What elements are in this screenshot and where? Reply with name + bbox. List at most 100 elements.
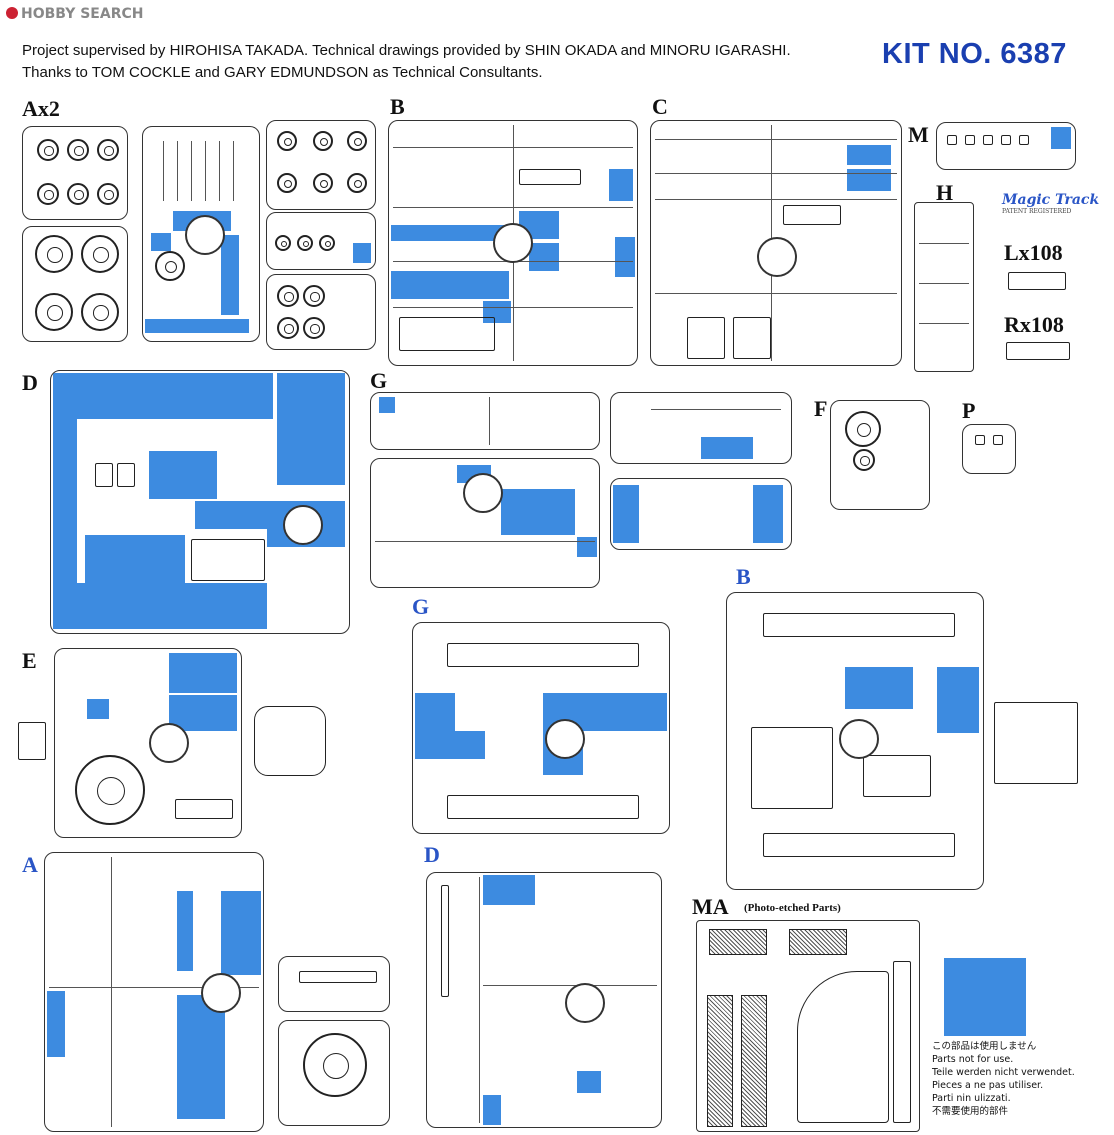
pe-grille xyxy=(709,929,767,955)
roller-icon xyxy=(303,317,325,339)
sprue-g-bottom xyxy=(370,458,600,588)
kit-number: KIT NO. 6387 xyxy=(882,38,1067,70)
ma-subtitle: (Photo-etched Parts) xyxy=(744,902,841,914)
road-wheel-icon xyxy=(97,139,119,161)
roller-icon xyxy=(313,131,333,151)
sprue-g-rods xyxy=(610,392,792,464)
sprue-a xyxy=(44,852,264,1132)
sprue-ax2-sprockets xyxy=(22,226,128,342)
track-left-count: Lx108 xyxy=(1004,240,1063,265)
sprue-a-plate xyxy=(278,1020,390,1126)
idler-arm-icon xyxy=(155,251,185,281)
sprue-c xyxy=(650,120,902,366)
sprue-g-large xyxy=(412,622,670,834)
sprue-ax2-suspension xyxy=(142,126,260,342)
hatch-ring-icon xyxy=(303,1033,367,1097)
sprue-gate xyxy=(201,973,241,1013)
sprue-g-tools xyxy=(610,478,792,550)
part-small xyxy=(1019,135,1029,145)
roller-icon xyxy=(277,131,297,151)
sprue-p xyxy=(962,424,1016,474)
sprue-m xyxy=(936,122,1076,170)
pe-fender-strips xyxy=(797,971,889,1123)
sprue-ax2-small-wheels xyxy=(266,274,376,350)
sprue-a-small xyxy=(278,956,390,1012)
part-small xyxy=(983,135,993,145)
part-side-bracket xyxy=(18,722,46,760)
roller-icon xyxy=(347,131,367,151)
hobby-search-watermark: HOBBY SEARCH xyxy=(6,6,143,22)
sprue-label-h: H xyxy=(936,180,954,205)
part-periscope xyxy=(733,317,771,359)
sprue-f xyxy=(830,400,930,510)
part-small xyxy=(965,135,975,145)
sprue-label-m: M xyxy=(908,122,929,147)
sprue-gate xyxy=(185,215,225,255)
part-fender xyxy=(763,613,955,637)
legend-line: Parts not for use. xyxy=(932,1054,1014,1065)
sprue-label-b2: B xyxy=(736,564,751,589)
sprue-label-b: B xyxy=(390,94,405,119)
sprue-label-f: F xyxy=(814,396,828,421)
sprue-d xyxy=(50,370,350,634)
ring-icon xyxy=(853,449,875,471)
roller-icon xyxy=(277,285,299,307)
credit-line-1: Project supervised by HIROHISA TAKADA. T… xyxy=(22,42,791,59)
part-barrel xyxy=(441,885,449,997)
sprue-label-ax2: Ax2 xyxy=(22,96,60,121)
part-fender xyxy=(763,833,955,857)
sprue-label-e: E xyxy=(22,648,37,673)
part-hatch xyxy=(95,463,113,487)
part-rod xyxy=(299,971,377,983)
legend-notes: この部品は使用しません Parts not for use. Teile wer… xyxy=(932,1040,1075,1118)
part-mantlet xyxy=(175,799,233,819)
pe-strip xyxy=(893,961,911,1123)
sprue-label-d2: D xyxy=(424,842,440,867)
hobby-search-logo-icon xyxy=(6,7,18,19)
legend-line: 不需要使用的部件 xyxy=(932,1106,1009,1117)
roller-icon xyxy=(313,173,333,193)
pe-mesh xyxy=(741,995,767,1127)
part-hatch xyxy=(117,463,135,487)
sprue-gate xyxy=(545,719,585,759)
sprocket-icon xyxy=(35,293,73,331)
road-wheel-icon xyxy=(37,139,59,161)
road-wheel-icon xyxy=(97,183,119,205)
sprocket-icon xyxy=(35,235,73,273)
sprue-label-p: P xyxy=(962,398,976,423)
part-hull-plate xyxy=(399,317,495,351)
sprue-d-large xyxy=(426,872,662,1128)
part-fender xyxy=(447,795,639,819)
sprue-b-large xyxy=(726,592,984,890)
sprue-label-ma: MA xyxy=(692,894,729,919)
pe-grille xyxy=(789,929,847,955)
part-grille xyxy=(863,755,931,797)
turret-ring-icon xyxy=(75,755,145,825)
sprue-gate xyxy=(463,473,503,513)
hub-icon xyxy=(297,235,313,251)
sprue-label-c: C xyxy=(652,94,668,119)
sprue-label-g2: G xyxy=(412,594,430,619)
legend-line: Pieces a ne pas utiliser. xyxy=(932,1080,1044,1091)
credit-line-2: Thanks to TOM COCKLE and GARY EDMUNDSON … xyxy=(22,64,543,81)
track-link-icon xyxy=(1006,342,1070,360)
idler-wheel-icon xyxy=(81,293,119,331)
roller-icon xyxy=(303,285,325,307)
sprue-gate xyxy=(149,723,189,763)
unused-parts-swatch xyxy=(944,958,1026,1036)
sprue-gate xyxy=(283,505,323,545)
idler-wheel-icon xyxy=(81,235,119,273)
roller-icon xyxy=(347,173,367,193)
credits: Project supervised by HIROHISA TAKADA. T… xyxy=(22,40,791,84)
part-periscope xyxy=(687,317,725,359)
track-link-icon xyxy=(1008,272,1066,290)
part-turret-shell xyxy=(254,706,326,776)
sprue-gate xyxy=(839,719,879,759)
sprue-b xyxy=(388,120,638,366)
legend-line: Teile werden nicht verwendet. xyxy=(932,1067,1075,1078)
sprue-ax2-return-rollers xyxy=(266,120,376,210)
sprue-e xyxy=(54,648,242,838)
part-rear-plate xyxy=(994,702,1078,784)
part-hull-panel xyxy=(191,539,265,581)
